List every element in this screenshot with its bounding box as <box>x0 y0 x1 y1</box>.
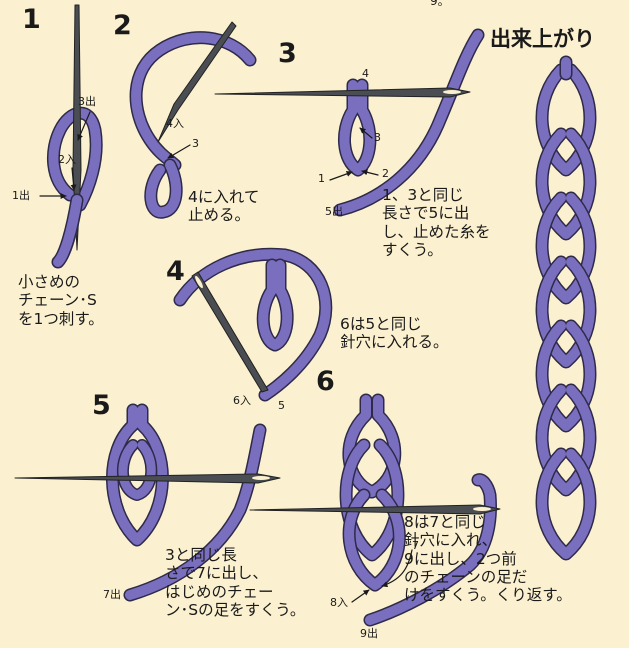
step5-label-7-out: 7出 <box>103 588 121 601</box>
step1-label-1-out: 1出 <box>12 189 30 202</box>
step5-needle <box>14 473 281 484</box>
finished-chain-link <box>537 129 595 239</box>
step2-illustration <box>129 21 257 219</box>
step1-label-3-out: 3出 <box>78 95 96 108</box>
step2-label-3: 3 <box>192 137 199 150</box>
finished-chain-link <box>537 257 595 367</box>
finished-chain-illustration <box>535 55 597 561</box>
step2-needle <box>157 21 237 143</box>
step3-label-4: 4 <box>362 67 369 80</box>
step3-label-3: 3 <box>374 131 381 144</box>
step6-illustration <box>249 393 501 627</box>
finished-chain-link <box>537 65 595 175</box>
finished-chain-link <box>537 193 595 303</box>
finished-chain-link <box>537 449 595 559</box>
finished-chain-link <box>537 321 595 431</box>
step6-needle <box>249 504 501 515</box>
step3-needle <box>214 87 471 98</box>
step3-illustration <box>214 28 485 217</box>
step2-label-4-in: 4入 <box>166 117 184 130</box>
step6-label-8-in: 8入 <box>330 596 348 609</box>
step1-caption: 小さめの チェーン･S を1つ刺す。 <box>18 273 104 328</box>
step1-illustration <box>39 4 103 269</box>
step4-caption: 6は5と同じ 針穴に入れる。 <box>340 315 449 352</box>
step3-caption: 1、3と同じ 長さで5に出 し、止めた糸を すくう。 <box>382 186 491 259</box>
step2-caption: 4に入れて 止める。 <box>188 188 260 225</box>
step3-label-5-out: 5出 <box>325 205 343 218</box>
step4-label-6-in: 6入 <box>233 394 251 407</box>
step6-label-7: 7 <box>412 539 419 552</box>
step4-label-5: 5 <box>278 399 285 412</box>
step3-number: 3 <box>278 38 297 69</box>
step5-illustration <box>14 403 281 602</box>
step4-illustration <box>173 247 333 402</box>
step5-caption: 3と同じ長 さで7に出し、 はじめのチェー ン･Sの足をすくう。 <box>165 546 306 619</box>
step4-number: 4 <box>166 256 185 287</box>
finished-title: 出来上がり <box>490 27 595 51</box>
step3-label-1: 1 <box>318 172 325 185</box>
step2-number: 2 <box>113 10 132 41</box>
step6-number: 6 <box>316 366 335 397</box>
top-fragment: 9。 <box>430 0 450 8</box>
step1-number: 1 <box>22 4 41 35</box>
step4-needle <box>191 271 269 393</box>
step1-label-2-in: 2入 <box>58 153 76 166</box>
finished-chain-link <box>537 385 595 495</box>
step6-label-9-out: 9出 <box>360 627 378 640</box>
step6-caption: 8は7と同じ 針穴に入れ、 9に出し、2つ前 のチェーンの足だ けをすくう。くり… <box>404 513 572 605</box>
step5-number: 5 <box>92 390 111 421</box>
step3-label-2: 2 <box>382 167 389 180</box>
